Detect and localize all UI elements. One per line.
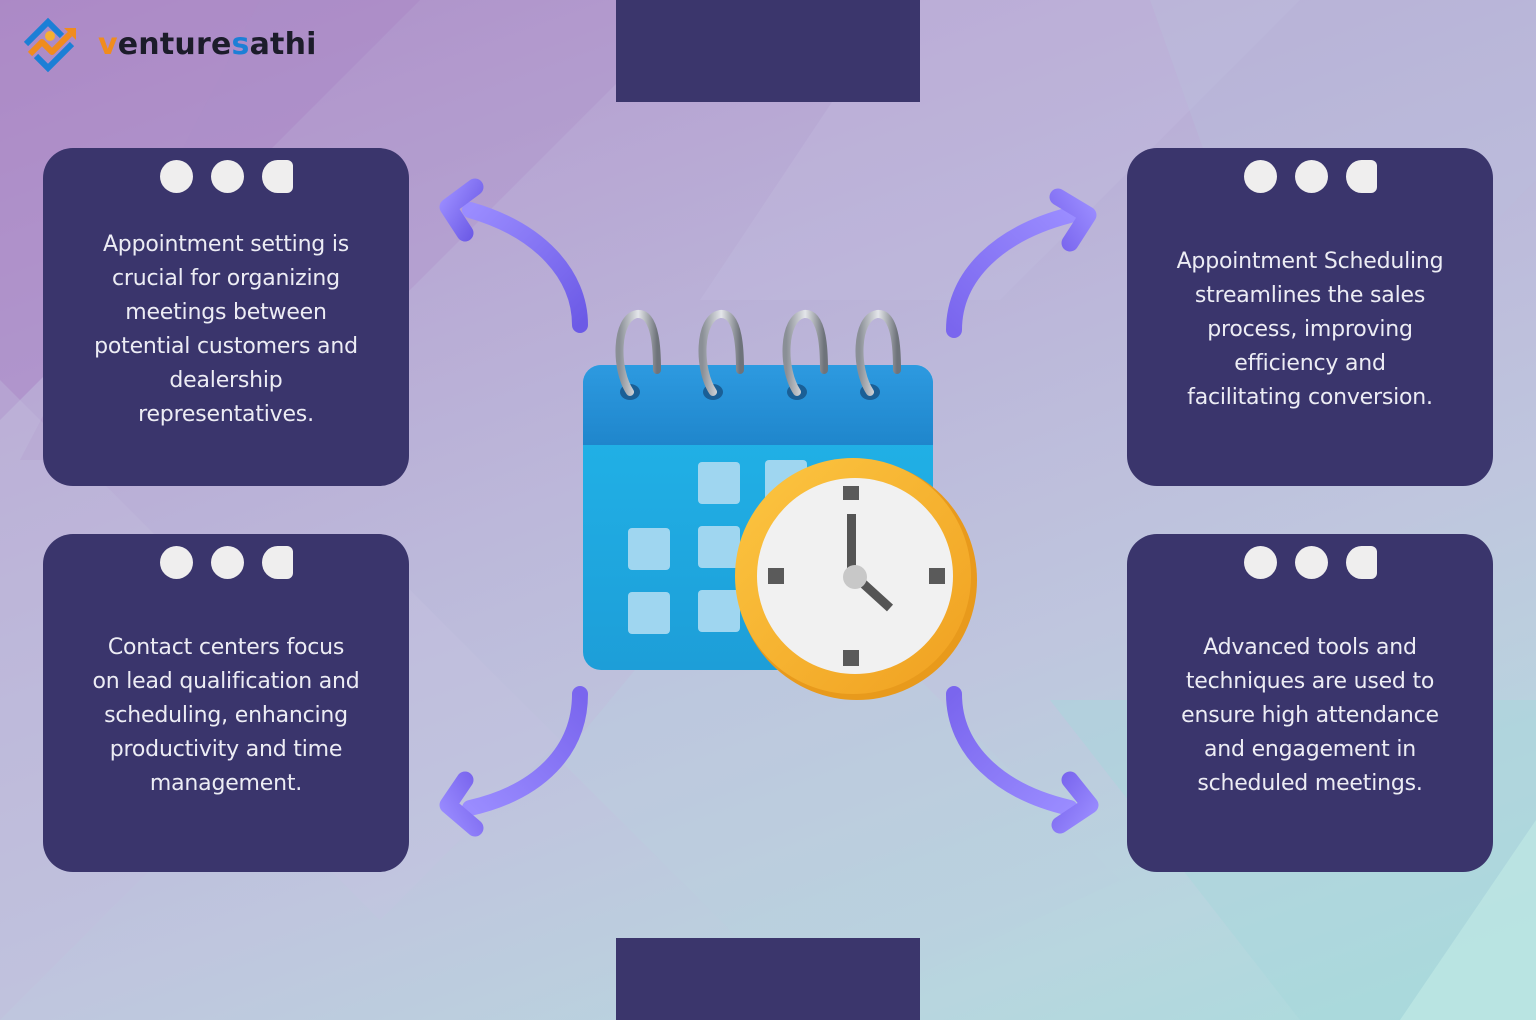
card-line: productivity and time [109, 737, 343, 762]
dot-icon [159, 160, 193, 193]
top-panel [616, 0, 920, 102]
calendar-with-clock-icon [583, 310, 977, 700]
window-dots [1127, 546, 1493, 579]
card-line: facilitating conversion. [1187, 385, 1433, 410]
dot-icon [1345, 546, 1377, 579]
card-line: and engagement in [1204, 737, 1416, 762]
arrow-down-right-icon [946, 686, 1099, 834]
brand-name-athi: athi [249, 26, 317, 62]
card-line: Advanced tools and [1203, 635, 1417, 660]
info-card-top-left: Appointment setting is crucial for organ… [43, 148, 409, 486]
dot-icon [1294, 160, 1328, 193]
dot-icon [210, 160, 244, 193]
dot-icon [159, 546, 193, 579]
venturesathi-logo-icon [23, 17, 76, 73]
dot-icon [1294, 546, 1328, 579]
card-line: dealership [169, 368, 283, 393]
card-text: Appointment Scheduling streamlines the s… [1149, 245, 1471, 415]
arrow-down-left-icon [439, 686, 588, 837]
card-line: ensure high attendance [1181, 703, 1439, 728]
window-dots [43, 160, 409, 193]
dot-icon [261, 160, 293, 193]
card-line: potential customers and [94, 334, 358, 359]
card-line: on lead qualification and [92, 669, 360, 694]
dot-icon [1243, 160, 1277, 193]
info-card-bottom-right: Advanced tools and techniques are used t… [1127, 534, 1493, 872]
card-line: scheduling, enhancing [104, 703, 348, 728]
dot-icon [1243, 546, 1277, 579]
dot-icon [210, 546, 244, 579]
card-line: crucial for organizing [112, 266, 340, 291]
card-line: efficiency and [1234, 351, 1386, 376]
card-line: management. [149, 771, 303, 796]
card-line: Appointment setting is [102, 232, 350, 257]
brand-name: venturesathi [98, 27, 317, 62]
info-card-top-right: Appointment Scheduling streamlines the s… [1127, 148, 1493, 486]
card-line: representatives. [138, 402, 314, 427]
arrow-up-left-icon [439, 178, 588, 333]
card-line: techniques are used to [1185, 669, 1435, 694]
bottom-panel [616, 938, 920, 1020]
card-text: Contact centers focus on lead qualificat… [65, 631, 387, 801]
card-line: meetings between [125, 300, 327, 325]
info-card-bottom-left: Contact centers focus on lead qualificat… [43, 534, 409, 872]
window-dots [1127, 160, 1493, 193]
window-dots [43, 546, 409, 579]
dot-icon [261, 546, 293, 579]
dot-icon [1345, 160, 1377, 193]
card-line: process, improving [1207, 317, 1413, 342]
brand-name-enture: enture [117, 26, 232, 62]
arrow-up-right-icon [946, 188, 1097, 338]
card-line: scheduled meetings. [1197, 771, 1423, 796]
card-line: Contact centers focus [107, 635, 345, 660]
card-text: Appointment setting is crucial for organ… [65, 228, 387, 432]
brand-name-s: s [231, 26, 250, 62]
card-line: Appointment Scheduling [1176, 249, 1444, 274]
card-text: Advanced tools and techniques are used t… [1149, 631, 1471, 801]
card-line: streamlines the sales [1194, 283, 1426, 308]
brand-logo: venturesathi [18, 14, 317, 74]
brand-name-v: v [98, 26, 118, 62]
